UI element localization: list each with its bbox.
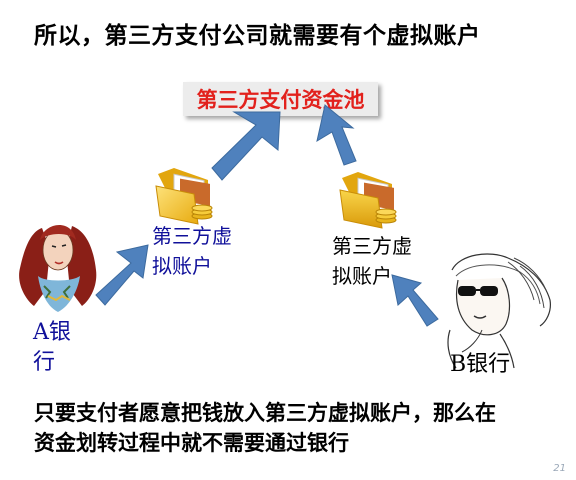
left-account-line1: 第三方虚: [152, 224, 232, 248]
arrow-bank-b-to-account: [391, 274, 439, 327]
bank-b-label: B银行: [450, 352, 511, 377]
arrow-left-to-pool: [211, 111, 281, 181]
right-account-line2: 拟账户: [332, 264, 392, 288]
woman-portrait-a-icon: [19, 224, 97, 312]
slide-heading: 所以，第三方支付公司就需要有个虚拟账户: [34, 23, 481, 49]
bank-a-label: A银 行: [33, 318, 71, 378]
right-account-line1: 第三方虚: [332, 234, 412, 258]
left-virtual-account-label: 第三方虚 拟账户: [152, 221, 232, 281]
folder-card-icon: [155, 168, 213, 225]
payment-pool-box: 第三方支付资金池: [183, 82, 378, 116]
folder-card-icon: [339, 172, 397, 229]
left-account-line2: 拟账户: [152, 254, 212, 278]
slide-footer-text: 只要支付者愿意把钱放入第三方虚拟账户，那么在 资金划转过程中就不需要通过银行: [34, 398, 496, 458]
arrow-right-to-pool: [316, 104, 357, 166]
page-number: 21: [553, 463, 566, 474]
payment-pool-label: 第三方支付资金池: [196, 87, 365, 112]
right-virtual-account-label: 第三方虚 拟账户: [332, 231, 412, 291]
bank-a-line2: 行: [33, 350, 56, 375]
bank-a-line1: A银: [33, 320, 71, 345]
arrow-bank-a-to-account: [95, 244, 149, 306]
footer-line1: 只要支付者愿意把钱放入第三方虚拟账户，那么在: [34, 401, 496, 425]
woman-portrait-b-icon: [447, 253, 551, 369]
footer-line2: 资金划转过程中就不需要通过银行: [34, 431, 349, 455]
